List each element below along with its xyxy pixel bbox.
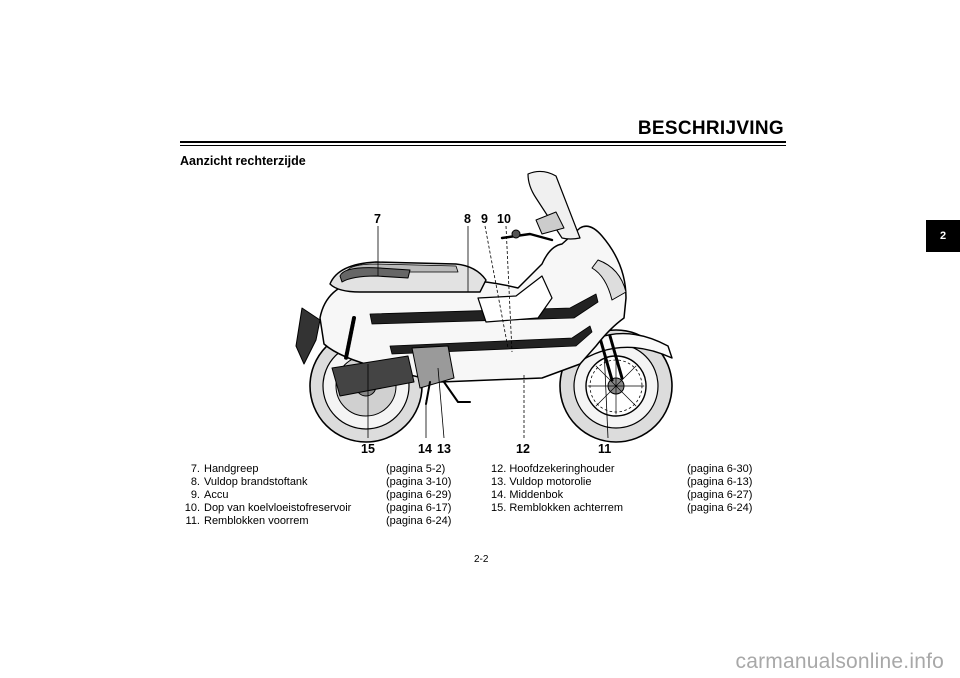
legend-page: (pagina 6-24) (687, 502, 753, 514)
watermark-text: carmanualsonline.info (735, 650, 944, 673)
legend-label: Vuldop brandstoftank (204, 476, 308, 488)
legend-num: 11. (185, 515, 200, 527)
legend-right: 12. Hoofdzekeringhouder (pagina 6-30) 13… (491, 463, 752, 515)
section-title: BESCHRIJVING (637, 118, 784, 139)
header-rule-thin (180, 145, 786, 146)
callout-8: 8 (464, 212, 471, 226)
legend-row: 10. Dop van koelvloeistofreservoir (pagi… (180, 502, 452, 515)
legend-left: 7. Handgreep (pagina 5-2) 8. Vuldop bran… (180, 463, 452, 528)
callout-15: 15 (361, 442, 375, 456)
legend-page: (pagina 3-10) (386, 476, 452, 488)
legend-label: 13. Vuldop motorolie (491, 476, 592, 488)
legend-row: 9. Accu (pagina 6-29) (180, 489, 452, 502)
legend-label: 14. Middenbok (491, 489, 564, 501)
legend-page: (pagina 6-27) (687, 489, 753, 501)
callout-7: 7 (374, 212, 381, 226)
legend-label: Handgreep (204, 463, 259, 475)
legend-row: 14. Middenbok (pagina 6-27) (491, 489, 752, 502)
legend-label: Remblokken voorrem (204, 515, 309, 527)
legend-row: 8. Vuldop brandstoftank (pagina 3-10) (180, 476, 452, 489)
legend-page: (pagina 6-29) (386, 489, 452, 501)
legend-label: Accu (204, 489, 229, 501)
header-rule-thick (180, 141, 786, 143)
legend-num: 8. (190, 476, 200, 488)
legend-page: (pagina 5-2) (386, 463, 446, 475)
callout-13: 13 (437, 442, 451, 456)
legend-num: 9. (190, 489, 200, 501)
legend-label: 12. Hoofdzekeringhouder (491, 463, 615, 475)
legend-label: 15. Remblokken achterrem (491, 502, 624, 514)
legend-row: 7. Handgreep (pagina 5-2) (180, 463, 451, 476)
legend-row: 12. Hoofdzekeringhouder (pagina 6-30) (491, 463, 752, 476)
legend-num: 7. (190, 463, 200, 475)
front-wheel (559, 329, 673, 443)
legend-num: 10. (184, 502, 200, 514)
callout-11: 11 (598, 442, 612, 456)
legend-row: 11. Remblokken voorrem (pagina 6-24) (180, 515, 452, 528)
legend-page: (pagina 6-24) (386, 515, 452, 527)
legend-page: (pagina 6-13) (687, 476, 753, 488)
legend-page: (pagina 6-17) (386, 502, 452, 514)
figure-subtitle: Aanzicht rechterzijde (180, 154, 306, 168)
callout-14: 14 (418, 442, 432, 456)
legend-row: 13. Vuldop motorolie (pagina 6-13) (491, 476, 752, 489)
callout-9: 9 (481, 212, 488, 226)
callout-12: 12 (516, 442, 530, 456)
scooter-illustration (295, 170, 673, 443)
legend-row: 15. Remblokken achterrem (pagina 6-24) (491, 502, 752, 515)
page-number: 2-2 (474, 554, 489, 565)
legend-label: Dop van koelvloeistofreservoir (204, 502, 352, 514)
legend-page: (pagina 6-30) (687, 463, 753, 475)
chapter-tab: 2 (926, 220, 960, 252)
callout-10: 10 (497, 212, 511, 226)
